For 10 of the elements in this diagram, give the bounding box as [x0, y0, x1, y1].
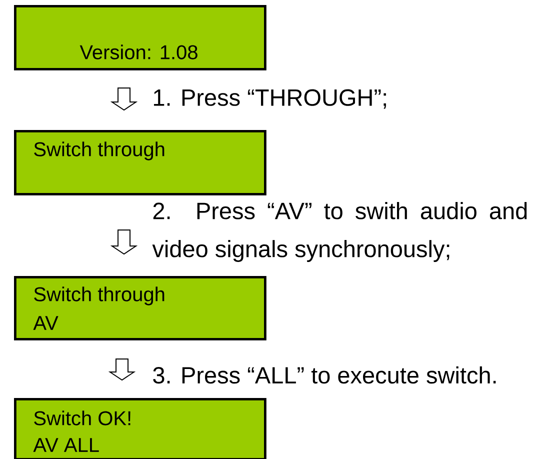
hollow-arrow	[108, 358, 136, 381]
step-instruction: 3. Press “ALL” to execute switch.	[153, 366, 496, 384]
lcd-screen: Version: 1.08	[14, 5, 266, 70]
lcd-screen: Switch through AV	[14, 276, 266, 340]
hollow-arrow	[110, 230, 138, 255]
hollow-arrow	[110, 88, 138, 111]
lcd-screen: Switch through	[14, 130, 266, 196]
step-instruction: 1. Press “THROUGH”;	[154, 89, 386, 109]
step-instruction: 2. Press “AV” to swith audio and video signals synchronously;	[152, 202, 527, 262]
lcd-screen: Switch OK! AV ALL	[14, 398, 266, 459]
